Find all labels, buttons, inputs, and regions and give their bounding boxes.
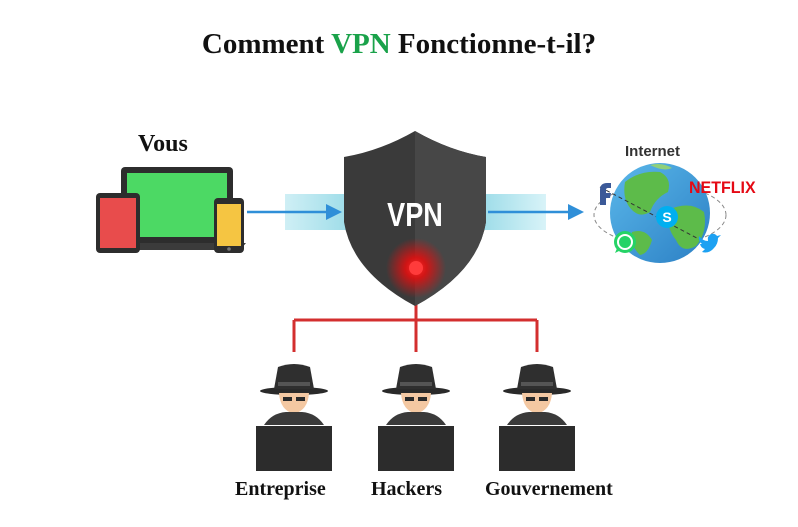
title-suffix: Fonctionne-t-il? <box>390 28 597 60</box>
threat-label-gouvernement: Gouvernement <box>485 478 613 500</box>
shield-icon <box>344 131 486 306</box>
phone-icon <box>214 198 244 253</box>
svg-text:S: S <box>662 209 671 225</box>
laptop-icon <box>108 167 246 250</box>
you-label: Vous <box>138 131 188 157</box>
hacker-icon <box>378 364 454 471</box>
whatsapp-icon <box>614 231 636 253</box>
hacker-icon <box>499 364 575 471</box>
twitter-icon <box>698 233 721 253</box>
tablet-icon <box>96 193 140 253</box>
facebook-icon <box>600 183 611 205</box>
vpn-label: VPN <box>387 196 443 233</box>
hacker-icon <box>256 364 332 471</box>
skype-icon: S <box>656 206 678 228</box>
threat-label-entreprise: Entreprise <box>235 478 326 500</box>
title-accent: VPN <box>331 28 391 60</box>
threat-label-hackers: Hackers <box>371 478 443 500</box>
page-title: Comment VPN Fonctionne-t-il? <box>0 28 798 61</box>
netflix-logo: NETFLIX <box>689 179 756 198</box>
arrow-to-vpn <box>247 204 342 220</box>
internet-label: Internet <box>625 143 681 160</box>
arrow-to-internet <box>488 204 584 220</box>
title-prefix: Comment <box>201 28 332 60</box>
